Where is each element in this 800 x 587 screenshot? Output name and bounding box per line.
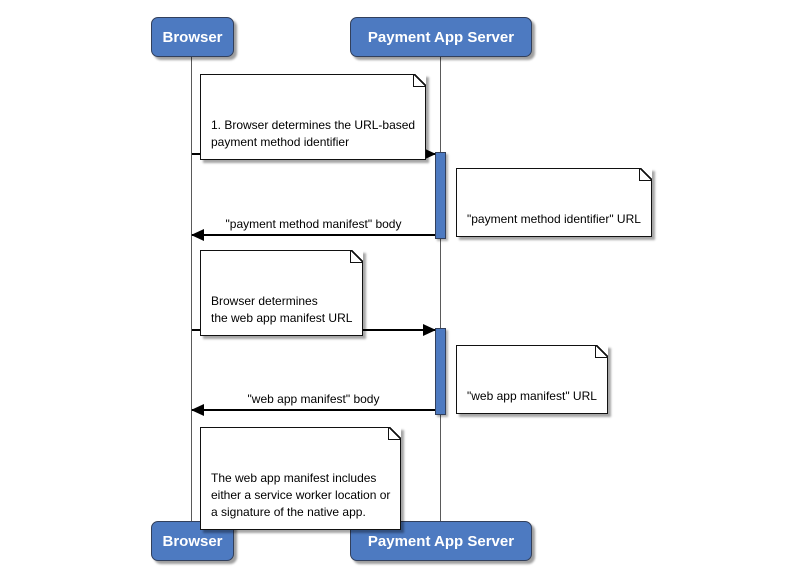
note-fold-icon xyxy=(388,427,402,440)
lifeline-browser xyxy=(191,57,192,522)
actor-browser-top-label: Browser xyxy=(162,28,223,46)
message-payment-method-manifest-body-label: "payment method manifest" body xyxy=(225,217,402,231)
note-text: Browser determines the web app manifest … xyxy=(211,294,353,325)
actor-payment-app-server-top: Payment App Server xyxy=(350,17,532,57)
note-text: "web app manifest" URL xyxy=(467,389,597,403)
lifeline-payment-app-server xyxy=(440,57,441,522)
message-web-app-manifest-body: "web app manifest" body xyxy=(191,391,435,416)
note-web-app-manifest-url: "web app manifest" URL xyxy=(456,345,608,414)
arrowhead-left-icon xyxy=(191,229,204,241)
note-fold-icon xyxy=(638,168,652,181)
activation-bar-payment-app-server-2 xyxy=(435,328,446,415)
message-line xyxy=(192,409,435,411)
actor-payment-app-server-bottom-label: Payment App Server xyxy=(367,532,515,550)
message-line xyxy=(192,234,435,236)
activation-bar-payment-app-server-1 xyxy=(435,152,446,239)
note-fold-icon xyxy=(350,250,364,263)
actor-payment-app-server-top-label: Payment App Server xyxy=(367,28,515,46)
note-text: 1. Browser determines the URL-based paym… xyxy=(211,118,416,149)
note-text: "payment method identifier" URL xyxy=(467,212,641,226)
note-fold-icon xyxy=(413,74,427,87)
actor-browser-bottom-label: Browser xyxy=(162,532,223,550)
note-browser-determines-web-app-manifest-url: Browser determines the web app manifest … xyxy=(200,250,364,336)
note-payment-method-identifier-url: "payment method identifier" URL xyxy=(456,168,652,237)
note-url-based-payment-method-identifier: 1. Browser determines the URL-based paym… xyxy=(200,74,427,160)
message-web-app-manifest-body-label: "web app manifest" body xyxy=(247,392,380,406)
arrowhead-right-icon xyxy=(423,148,436,160)
arrowhead-right-icon xyxy=(423,324,436,336)
note-web-app-manifest-contents: The web app manifest includes either a s… xyxy=(200,427,402,530)
note-fold-icon xyxy=(594,345,608,358)
actor-browser-top: Browser xyxy=(151,17,234,57)
arrowhead-left-icon xyxy=(191,404,204,416)
note-text: The web app manifest includes either a s… xyxy=(211,471,391,519)
message-payment-method-manifest-body: "payment method manifest" body xyxy=(191,216,435,241)
